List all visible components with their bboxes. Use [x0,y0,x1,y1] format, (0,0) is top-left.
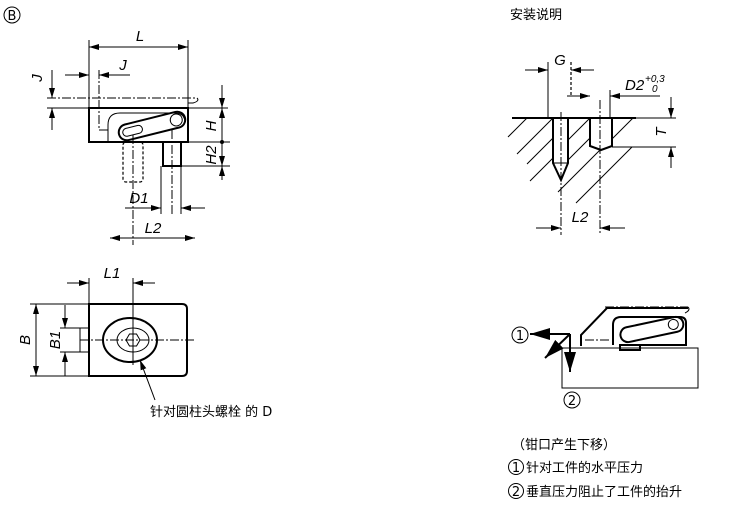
top-view: L1 B B1 针对圆柱头螺栓 的 D [17,265,272,420]
lever [117,110,187,142]
marker-2: 2 [563,391,581,409]
note-marker-2: 2 [512,485,520,500]
workpiece [561,347,699,389]
dim-D1: D1 [129,190,148,207]
note-marker-1: 1 [512,461,520,476]
dim-J-horizontal: J [118,57,127,74]
dim-B1: B1 [47,331,64,349]
dim-D2-tol-upper: +0,3 [645,74,665,85]
dim-L2: L2 [145,220,162,237]
dim-D2: D2 [625,77,645,94]
force-diagram: 1 2 （钳口产生下移） 1 针对工件的水平压力 2 垂直压力阻止了工件的抬升 [508,306,699,500]
svg-text:2: 2 [568,394,576,409]
side-view: L J J H H2 D1 L2 [29,28,230,245]
note-vertical-force: 垂直压力阻止了工件的抬升 [526,484,682,500]
note-jaw-moves-down: （钳口产生下移） [512,438,616,453]
dim-G: G [554,52,566,69]
dim-L1: L1 [104,265,121,282]
dim-H: H [203,120,220,131]
marker-1: 1 [511,326,529,344]
dim-L: L [136,28,144,45]
dim-B: B [17,335,34,345]
installation-drawing: 安装说明 G D2 +0,3 0 T L2 [507,8,676,235]
dim-H2: H2 [203,145,220,165]
dim-D2-tol-lower: 0 [652,84,658,95]
svg-text:1: 1 [516,329,524,344]
screw-callout: 针对圆柱头螺栓 的 D [150,404,272,420]
dim-T: T [653,126,670,137]
dim-J-vertical: J [29,74,46,83]
variant-label: B [8,9,17,24]
installation-title: 安装说明 [510,8,562,23]
dim-L2-install: L2 [572,209,589,226]
note-horizontal-force: 针对工件的水平压力 [526,460,643,476]
variant-badge: B [3,6,21,24]
